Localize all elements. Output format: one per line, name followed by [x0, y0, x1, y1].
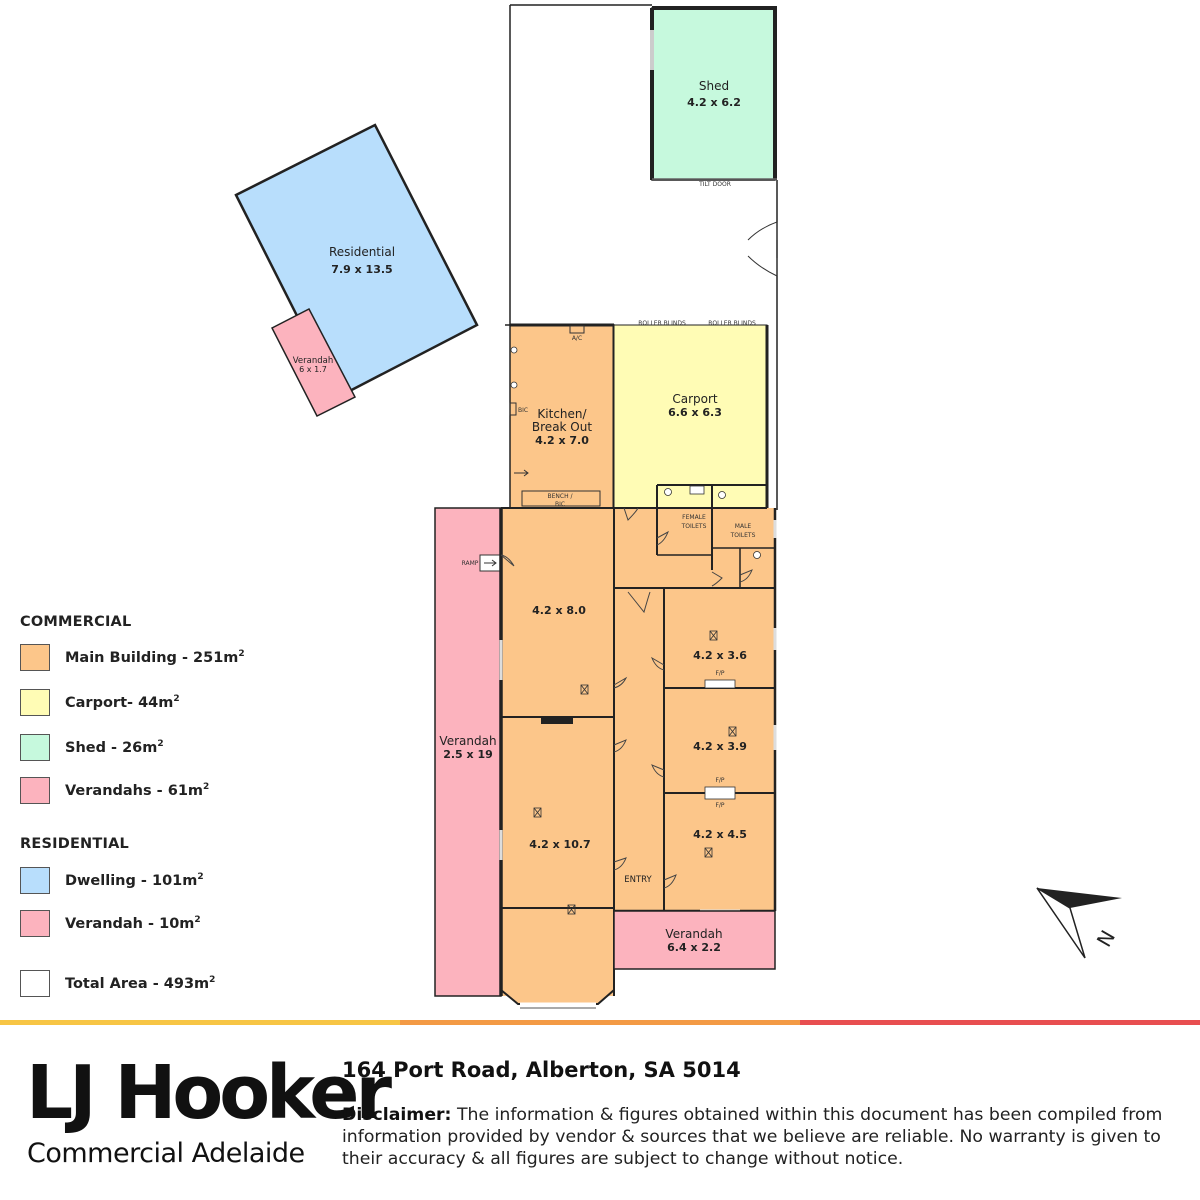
legend-commercial-heading: COMMERCIAL	[20, 614, 132, 630]
tilt-door-label: TILT DOOR	[698, 181, 731, 188]
room-4-5-dims: 4.2 x 4.5	[693, 828, 747, 841]
legend-swatch	[20, 644, 50, 671]
legend-label: Verandahs - 61m	[65, 782, 204, 799]
property-address: 164 Port Road, Alberton, SA 5014	[342, 1058, 741, 1082]
residential-name: Residential	[329, 245, 395, 259]
gate-icon	[747, 221, 778, 277]
male-toilets-1: MALE	[735, 523, 752, 530]
legend-item-carport: Carport- 44m2	[20, 689, 180, 716]
kitchen-name-2: Break Out	[532, 420, 592, 434]
main-building	[501, 508, 775, 911]
legend-label: Carport- 44m	[65, 694, 174, 711]
side-verandah-name: Verandah	[439, 734, 496, 748]
shed-dims: 4.2 x 6.2	[687, 96, 741, 109]
logo-subtitle: Commercial Adelaide	[27, 1138, 305, 1169]
legend-residential-heading: RESIDENTIAL	[20, 836, 129, 852]
door-swings	[500, 507, 753, 889]
front-verandah-name: Verandah	[665, 927, 722, 941]
legend-label: Main Building - 251m	[65, 649, 239, 666]
bench-label-1: BENCH /	[547, 493, 573, 500]
residential-dims: 7.9 x 13.5	[331, 263, 392, 276]
bic-label: BIC	[518, 407, 528, 414]
side-verandah	[434, 507, 502, 997]
footer-bar-red	[800, 1020, 1200, 1025]
female-toilets-1: FEMALE	[682, 514, 706, 521]
shed-area	[651, 7, 776, 181]
shed-name: Shed	[699, 79, 729, 93]
room-3-6-dims: 4.2 x 3.6	[693, 649, 747, 662]
room-8-dims: 4.2 x 8.0	[532, 604, 586, 617]
legend-label: Verandah - 10m	[65, 915, 195, 932]
legend-label: Shed - 26m	[65, 739, 158, 756]
side-verandah-dims: 2.5 x 19	[443, 748, 493, 761]
legend-item-dwelling: Dwelling - 101m2	[20, 867, 204, 894]
legend-label: Dwelling - 101m	[65, 872, 198, 889]
footer-bar-orange	[400, 1020, 800, 1025]
fp-label-3: F/P	[715, 802, 724, 809]
bay-window	[500, 907, 615, 1005]
legend-swatch	[20, 867, 50, 894]
female-toilets-2: TOILETS	[681, 523, 707, 530]
ramp-arrow-icon	[484, 559, 497, 567]
male-toilets-2: TOILETS	[730, 532, 756, 539]
legend-item-shed: Shed - 26m2	[20, 734, 164, 761]
legend-label: Total Area - 493m	[65, 975, 210, 992]
ramp-label: RAMP	[462, 560, 479, 567]
lj-hooker-logo: LJ Hooker	[26, 1050, 392, 1136]
fp-label-2: F/P	[715, 777, 724, 784]
carport-area	[613, 324, 768, 509]
carport-dims: 6.6 x 6.3	[668, 406, 722, 419]
front-verandah	[613, 910, 776, 970]
res-verandah-dims: 6 x 1.7	[299, 365, 327, 374]
legend-item-main-building: Main Building - 251m2	[20, 644, 245, 671]
arrow-icon	[514, 469, 529, 477]
bench-label-2: BIC	[555, 501, 565, 508]
carport-name: Carport	[672, 392, 718, 406]
residential-verandah	[270, 307, 357, 418]
kitchen-name-1: Kitchen/	[537, 407, 587, 421]
kitchen-dims: 4.2 x 7.0	[535, 434, 589, 447]
legend-swatch	[20, 734, 50, 761]
legend-swatch	[20, 689, 50, 716]
roller-blinds-1: ROLLER BLINDS	[638, 320, 686, 327]
residential-area	[234, 123, 479, 399]
res-verandah-name: Verandah	[293, 356, 333, 366]
legend-item-res-verandah: Verandah - 10m2	[20, 910, 201, 937]
room-10-7-dims: 4.2 x 10.7	[529, 838, 590, 851]
entry-label: ENTRY	[624, 875, 652, 885]
legend-swatch	[20, 777, 50, 804]
light-icon	[533, 630, 737, 915]
legend-item-total-area: Total Area - 493m2	[20, 970, 215, 997]
disclaimer-label: Disclaimer:	[342, 1105, 452, 1125]
compass-icon: N	[1036, 887, 1122, 959]
compass-n-label: N	[1092, 926, 1120, 951]
fp-label-1: F/P	[715, 670, 724, 677]
ac-label: A/C	[572, 335, 582, 342]
disclaimer-text: The information & figures obtained withi…	[342, 1105, 1163, 1169]
roller-blinds-2: ROLLER BLINDS	[708, 320, 756, 327]
legend-swatch	[20, 970, 50, 997]
room-3-9-dims: 4.2 x 3.9	[693, 740, 747, 753]
footer-bar-yellow	[0, 1020, 400, 1025]
yard-boundary	[505, 5, 511, 326]
legend-swatch	[20, 910, 50, 937]
disclaimer: Disclaimer: The information & figures ob…	[342, 1104, 1172, 1170]
legend-item-verandahs: Verandahs - 61m2	[20, 777, 209, 804]
front-verandah-dims: 6.4 x 2.2	[667, 941, 721, 954]
